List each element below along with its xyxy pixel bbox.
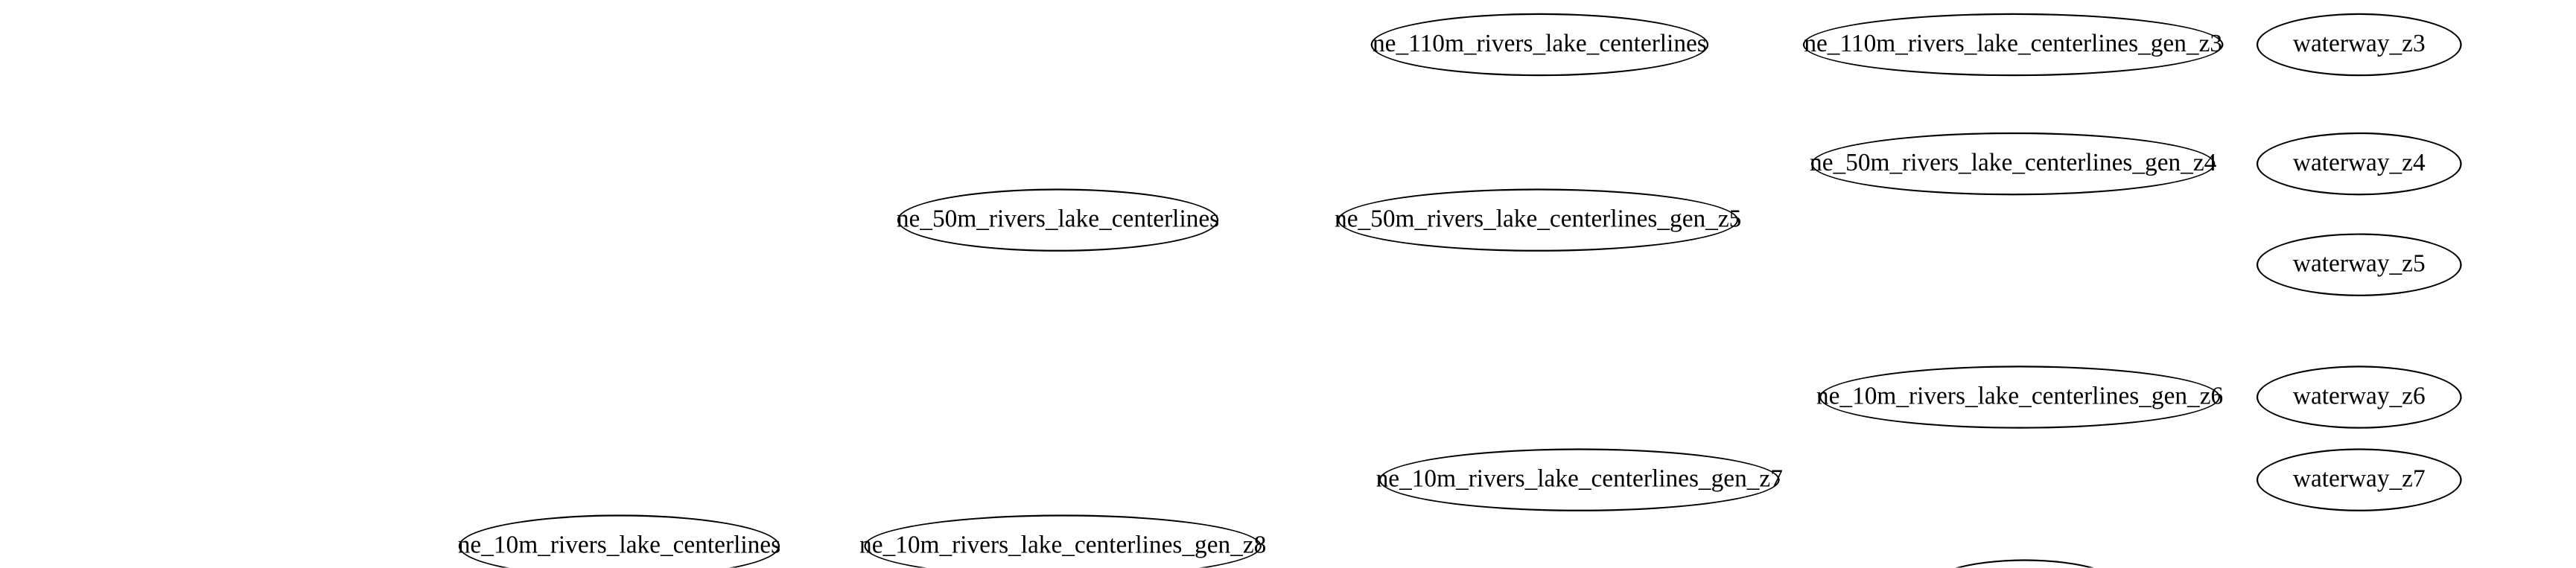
node-ne_50m_rivers_lake_centerlines_gen_z4[interactable]: ne_50m_rivers_lake_centerlines_gen_z4 [1810,132,2217,196]
node-label: ne_10m_rivers_lake_centerlines_gen_z8 [859,532,1267,559]
node-waterway_z6[interactable]: waterway_z6 [2256,366,2462,429]
node-ne_50m_rivers_lake_centerlines_gen_z5[interactable]: ne_50m_rivers_lake_centerlines_gen_z5 [1335,188,1742,252]
node-ne_10m_rivers_lake_centerlines_gen_z8[interactable]: ne_10m_rivers_lake_centerlines_gen_z8 [859,514,1266,568]
node-label: waterway_z3 [2292,31,2426,57]
node-label: ne_50m_rivers_lake_centerlines [896,205,1220,233]
node-label: ne_10m_rivers_lake_centerlines_gen_z6 [1816,383,2224,410]
node-ne_10m_rivers_lake_centerlines_gen_z7[interactable]: ne_10m_rivers_lake_centerlines_gen_z7 [1376,448,1783,511]
node-label: waterway_z6 [2292,383,2426,410]
node-label: ne_10m_rivers_lake_centerlines [457,532,781,559]
node-label: ne_50m_rivers_lake_centerlines_gen_z4 [1810,150,2217,176]
node-label: ne_10m_rivers_lake_centerlines_gen_z7 [1376,465,1783,493]
node-label: ne_110m_rivers_lake_centerlines [1373,31,1707,57]
node-label: ne_50m_rivers_lake_centerlines_gen_z5 [1335,205,1742,233]
node-label: waterway_z7 [2292,465,2426,493]
node-ne_10m_rivers_lake_centerlines_gen_z6[interactable]: ne_10m_rivers_lake_centerlines_gen_z6 [1816,366,2224,429]
node-waterway_z7[interactable]: waterway_z7 [2256,448,2462,511]
node-waterway_z4[interactable]: waterway_z4 [2256,132,2462,196]
node-label: ne_110m_rivers_lake_centerlines_gen_z3 [1804,31,2223,57]
node-ne_10m_rivers_lake_centerlines[interactable]: ne_10m_rivers_lake_centerlines [457,514,781,568]
node-waterway_z5[interactable]: waterway_z5 [2256,233,2462,296]
node-ne_110m_rivers_lake_centerlines_gen_z3[interactable]: ne_110m_rivers_lake_centerlines_gen_z3 [1802,13,2224,77]
node-waterway_z3[interactable]: waterway_z3 [2256,13,2462,77]
node-ne_110m_rivers_lake_centerlines[interactable]: ne_110m_rivers_lake_centerlines [1370,13,1709,77]
node-ne_50m_rivers_lake_centerlines[interactable]: ne_50m_rivers_lake_centerlines [896,188,1220,252]
node-label: waterway_z5 [2292,250,2426,278]
node-label: waterway_z4 [2292,150,2426,176]
